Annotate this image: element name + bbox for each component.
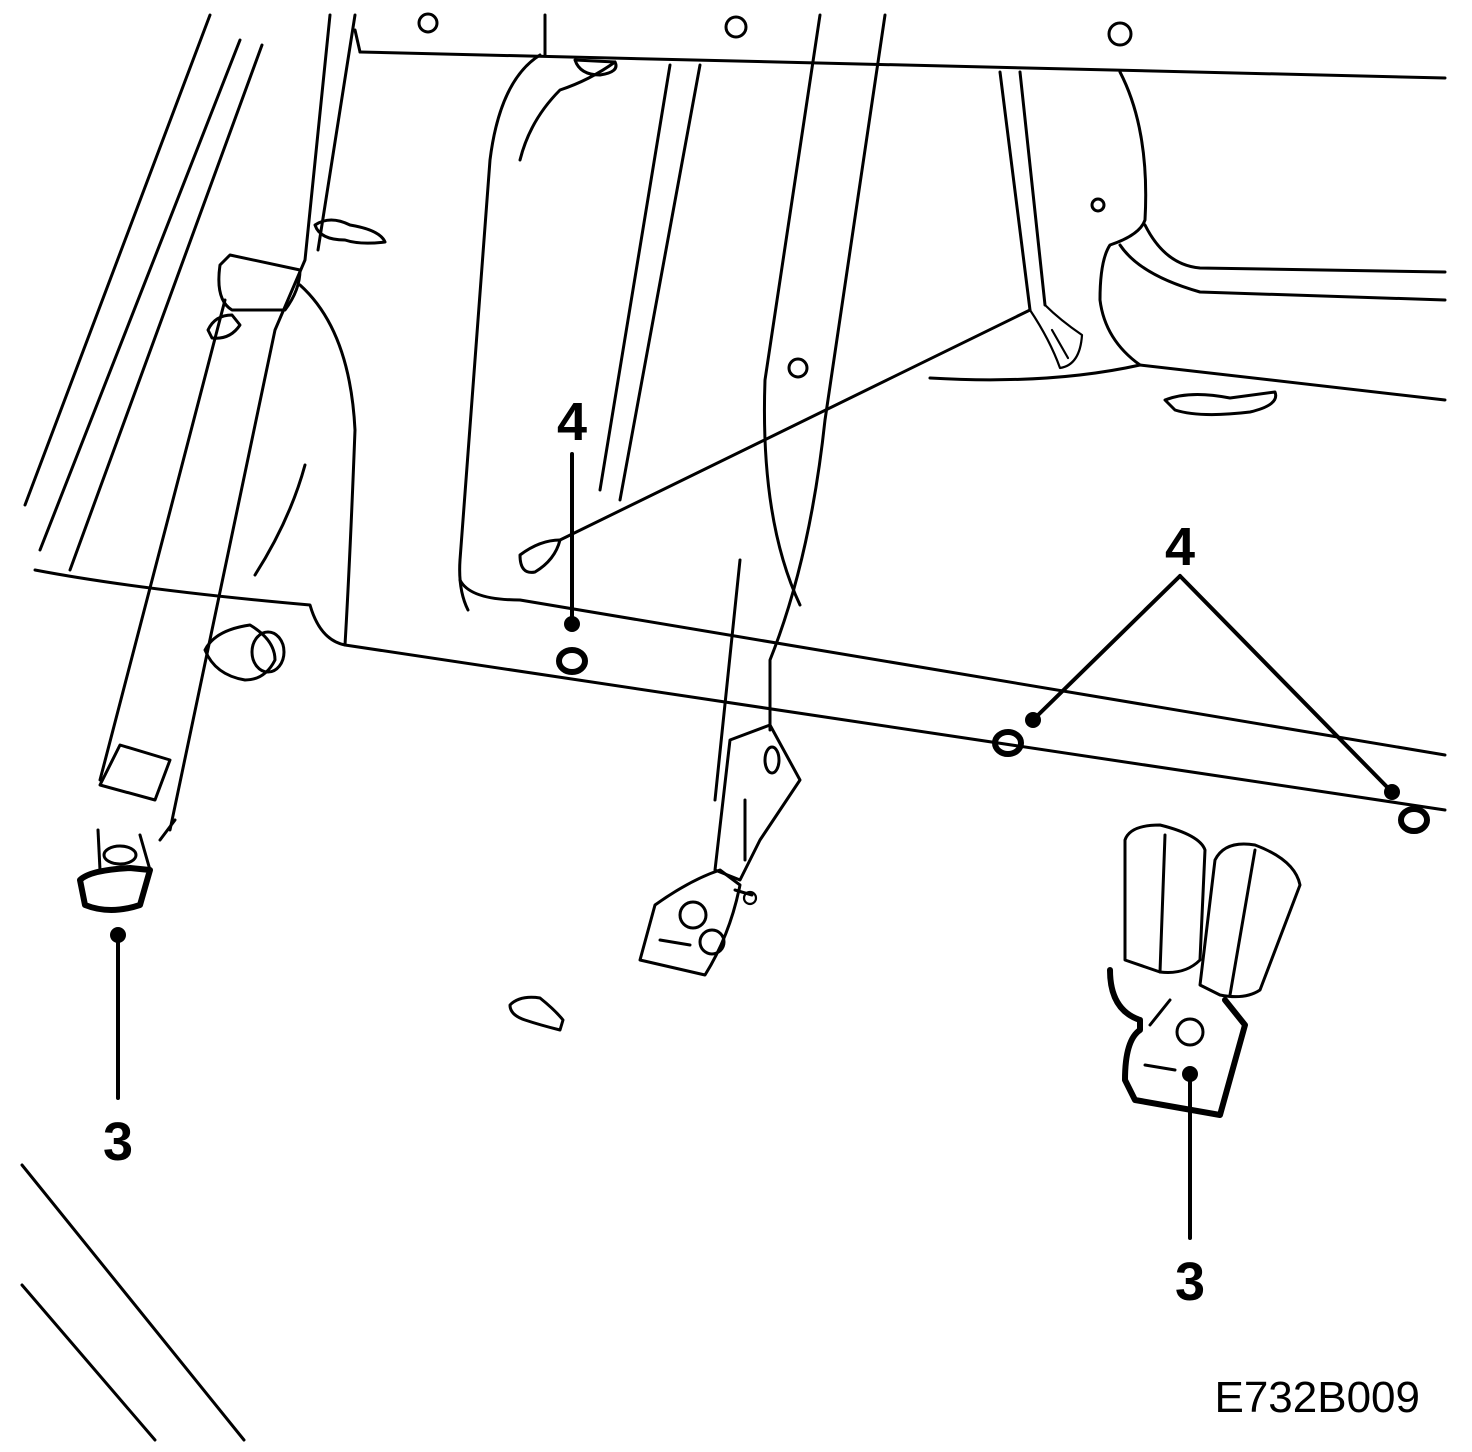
left-seat-belt-webbing	[98, 13, 357, 832]
door-frame-lines	[20, 13, 264, 1442]
callout-label-3-right: 3	[1175, 1252, 1205, 1312]
rear-shelf-outline	[353, 12, 1447, 612]
bolt-washers	[556, 647, 1430, 834]
center-seat-belt-webbing	[713, 13, 887, 882]
center-anchor-bracket	[638, 868, 758, 977]
callout-label-4-right: 4	[1165, 517, 1195, 577]
wheel-arch-trim	[558, 70, 1447, 542]
figure-code: E732B009	[1214, 1373, 1420, 1422]
callout-label-3-left: 3	[103, 1112, 133, 1172]
left-belt-anchor-plate	[77, 818, 177, 913]
callout-leaders	[110, 452, 1400, 1240]
right-twin-buckle-assembly	[1107, 823, 1302, 1118]
callout-label-4-center: 4	[557, 392, 587, 452]
seat-back-panel	[33, 218, 1447, 1032]
bump-stop	[203, 623, 286, 682]
